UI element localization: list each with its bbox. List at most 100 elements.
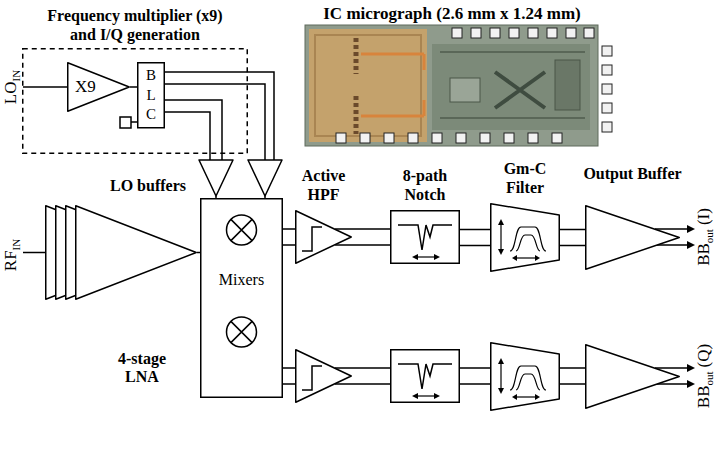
node-outline: [490, 203, 560, 272]
bond-pad: [602, 122, 612, 132]
lo-wire: [165, 100, 222, 160]
caption-label: LO buffers: [110, 177, 186, 195]
signal-name-part: (I): [694, 208, 713, 225]
signal-name-part: LO: [1, 81, 20, 104]
circuit-block: [450, 78, 480, 102]
bond-pad: [528, 133, 538, 143]
block-outline: [76, 206, 197, 300]
arrow-head: [535, 255, 540, 261]
arrow-head: [498, 358, 504, 364]
chip-micrograph: [305, 25, 612, 146]
buffer-symbol: [199, 160, 233, 196]
block-heading: 8-path Notch: [395, 167, 455, 204]
arrow-head: [434, 254, 440, 260]
transmission-line: [361, 54, 424, 116]
highpass-mark: [302, 227, 322, 251]
arrow-head: [412, 254, 418, 260]
tuning-arrow: [500, 363, 501, 389]
block-outline: [296, 211, 352, 264]
bond-pad: [552, 133, 562, 143]
arrow-head: [498, 219, 504, 225]
response-mark: [516, 374, 540, 390]
pad-row: [336, 28, 612, 143]
notch-mark: [398, 364, 452, 389]
arrow-head: [687, 241, 695, 249]
block-outline: [491, 204, 560, 272]
response-mark: [510, 366, 546, 390]
arrow-head: [512, 394, 517, 400]
bond-pad: [408, 133, 418, 143]
bond-pad: [336, 133, 346, 143]
wires: [23, 72, 688, 384]
signal-name-part: out: [703, 229, 715, 243]
dashed-group-outline: [23, 49, 248, 154]
signal-connector: [130, 86, 137, 88]
arrow-head: [412, 393, 418, 399]
response-mark: [516, 235, 540, 251]
block-node: Active HPF: [295, 210, 352, 264]
caption-label: IC micrograph (2.6 mm x 1.24 mm): [323, 4, 580, 24]
arrow-head: [687, 364, 695, 372]
bond-pad: [509, 28, 519, 38]
notch-mark: [398, 225, 452, 250]
node-outline: [295, 210, 352, 264]
circuit-detail: [495, 72, 545, 108]
bond-pad: [602, 84, 612, 94]
bond-pad: [528, 28, 538, 38]
signal-connector: [560, 230, 585, 246]
block-node: BLC: [137, 62, 165, 129]
signal-name-part: IN: [10, 239, 22, 251]
block-node: 8-path Notch: [390, 210, 460, 264]
tuning-arrow: [416, 395, 436, 396]
bond-pad: [584, 28, 594, 38]
termination-wire: [131, 121, 137, 123]
output-arrows: [687, 225, 695, 388]
bond-pad: [602, 46, 612, 56]
buffer-symbol: [586, 345, 680, 409]
amplifier-outline: [296, 350, 352, 403]
tuning-arrow: [516, 257, 536, 258]
block-label: Mixers: [219, 271, 264, 289]
circuit-area: [432, 44, 590, 130]
hpf-symbol: [296, 350, 352, 403]
signal-name-part: out: [703, 371, 715, 385]
bond-pad: [602, 103, 612, 113]
tuning-arrow: [516, 396, 536, 397]
arrow-head: [498, 249, 504, 255]
arrow-head: [535, 394, 540, 400]
signal-name-part: (Q): [694, 344, 713, 368]
signal-name: BBout (Q): [694, 344, 716, 408]
inductor-area-edge: [315, 35, 421, 136]
bond-pad: [360, 133, 370, 143]
signal-name: BBout (I): [694, 208, 716, 266]
signal-wire: [560, 368, 585, 384]
signal-name-part: RF: [1, 250, 20, 271]
signal-name-part: BB: [694, 243, 713, 266]
bond-pad: [456, 133, 466, 143]
block-heading: Frequency multiplier (x9) and I/Q genera…: [35, 7, 235, 44]
bond-pad: [480, 133, 490, 143]
node-outline: [45, 205, 197, 300]
bond-pad: [384, 133, 394, 143]
mixer-cross: [231, 321, 252, 342]
signal-name: LOIN: [1, 70, 23, 104]
chip-die: [305, 25, 598, 146]
signal-wire: [460, 368, 490, 384]
signal-name-part: BB: [694, 385, 713, 408]
block-heading: Gm-C Filter: [495, 160, 555, 197]
node-outline: [200, 198, 283, 398]
inductor-coil: [354, 38, 359, 134]
arrow-head: [687, 380, 695, 388]
circuit-bus: [440, 52, 585, 118]
arrow-head: [498, 388, 504, 394]
mixer-symbol: [227, 215, 257, 245]
arrow-head: [434, 393, 440, 399]
tuning-arrow: [416, 256, 436, 257]
arrow-head: [512, 255, 517, 261]
block-node: 4-stage LNA: [45, 205, 197, 300]
filter-outline: [391, 350, 460, 403]
node-outline: [390, 210, 460, 264]
mixer-symbol: [227, 317, 257, 347]
